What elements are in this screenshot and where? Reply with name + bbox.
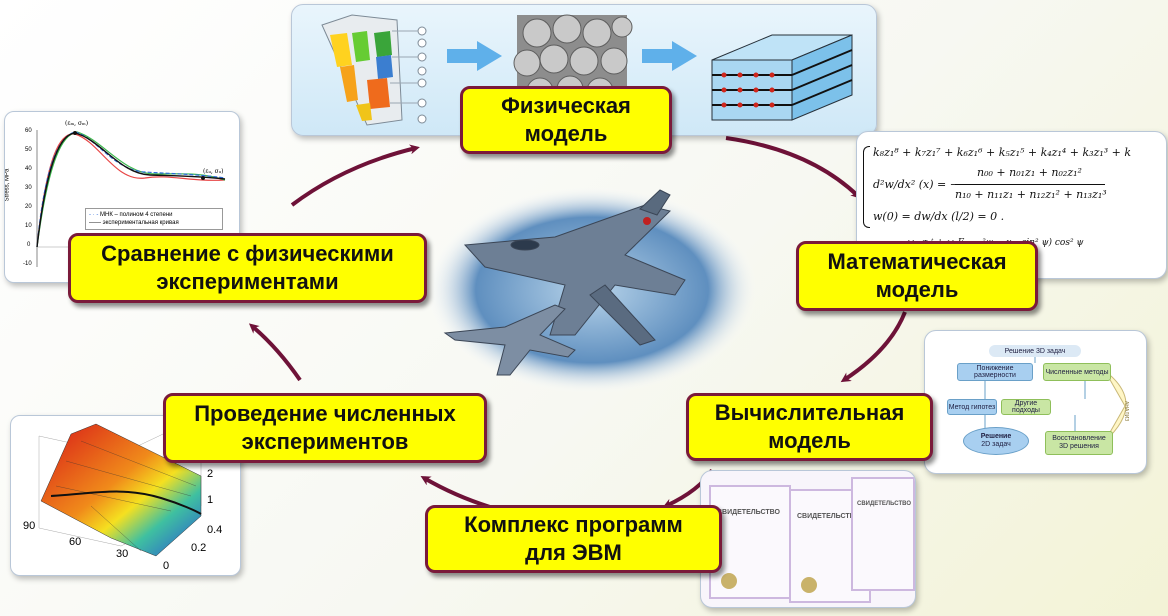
fraction-bar — [955, 184, 1105, 185]
surface-tick-left-30: 30 — [116, 548, 129, 560]
node-physical-line2: модель — [524, 121, 608, 146]
certificate-2-title: СВИДЕТЕЛЬСТВО — [797, 513, 860, 520]
flowchart-restore-line1: Восстановление — [1052, 435, 1106, 442]
surface-tick-z-1: 1 — [207, 494, 214, 506]
flow-arrow-icon — [447, 41, 697, 71]
flowchart-node-other: Другие подходы — [1001, 399, 1051, 415]
stress-point-end: (εᵤ, σᵤ) — [203, 168, 224, 175]
equation-ode-lhs: d²w/dx² (x) = − — [873, 178, 959, 191]
flowchart-side-label: АНАЛИЗ — [1123, 401, 1129, 422]
second-jet-icon — [443, 304, 576, 376]
node-computational-line2: модель — [768, 428, 851, 453]
node-computational-line1: Вычислительная — [714, 400, 905, 425]
certificate-1-seal-icon — [721, 573, 737, 589]
node-comparison-line1: Сравнение с физическими — [101, 241, 394, 266]
stress-tick-60: 60 — [25, 128, 32, 134]
certificate-1-title: СВИДЕТЕЛЬСТВО — [717, 509, 780, 516]
node-numerical-line1: Проведение численных — [194, 401, 456, 426]
flowchart-node-top: Решение 3D задач — [989, 345, 1081, 357]
node-numerical-line2: экспериментов — [241, 429, 409, 454]
surface-tick-right-02: 0.2 — [191, 542, 207, 554]
node-software-line1: Комплекс программ — [464, 512, 683, 537]
main-jet-icon — [463, 189, 686, 346]
flowchart-restore-line2: 3D решения — [1059, 443, 1099, 450]
certificate-2-seal-icon — [801, 577, 817, 593]
node-numerical-experiments[interactable]: Проведение численных экспериментов — [163, 393, 487, 463]
flowchart-node-numeric: Численные методы — [1043, 363, 1111, 381]
node-math-model[interactable]: Математическая модель — [796, 241, 1038, 311]
stress-tick-50: 50 — [25, 147, 32, 153]
node-physical-comparison[interactable]: Сравнение с физическими экспериментами — [68, 233, 427, 303]
node-physical-line1: Физическая — [501, 93, 631, 118]
node-software-complex[interactable]: Комплекс программ для ЭВМ — [425, 505, 722, 573]
node-math-line1: Математическая — [827, 249, 1007, 274]
equation-ode-numerator: n₀₀ + n₀₁z₁ + n₀₂z₁² — [977, 166, 1082, 179]
arrow-software-to-numerical — [420, 475, 491, 509]
legend-item-mnk: - · - МНК – полином 4 степени — [89, 212, 173, 218]
surface-tick-left-60: 60 — [69, 536, 82, 548]
stress-tick-40: 40 — [25, 166, 32, 172]
stress-tick-neg10: -10 — [23, 261, 32, 267]
surface-plot — [38, 416, 202, 557]
flowchart-panel: Решение 3D задач Понижение размерности Ч… — [924, 330, 1147, 474]
stress-tick-20: 20 — [25, 204, 32, 210]
flowchart-node-restore: Восстановление 3D решения — [1045, 431, 1113, 455]
certificates-panel: СВИДЕТЕЛЬСТВО СВИДЕТЕЛЬСТВО СВИДЕТЕЛЬСТВ… — [700, 470, 916, 608]
equation-polynomial: k₈z₁⁸ + k₇z₁⁷ + k₆z₁⁶ + k₅z₁⁵ + k₄z₁⁴ + … — [873, 146, 1132, 159]
flowchart-solution-line2: 2D задач — [981, 441, 1011, 448]
node-physical-model[interactable]: Физическая модель — [460, 86, 672, 154]
arrow-comparison-to-physical — [290, 144, 420, 207]
node-comparison-line2: экспериментами — [156, 269, 339, 294]
node-computational-model[interactable]: Вычислительная модель — [686, 393, 933, 461]
stress-tick-0: 0 — [27, 242, 31, 248]
node-software-line2: для ЭВМ — [525, 540, 622, 565]
equation-boundary: w(0) = dw/dx (l/2) = 0 . — [873, 210, 1005, 223]
equation-brace — [863, 146, 870, 228]
arrow-math-to-computational — [840, 311, 907, 383]
stress-chart-legend: - · - МНК – полином 4 степени —— экспери… — [85, 208, 223, 230]
certificate-3-title: СВИДЕТЕЛЬСТВО — [857, 501, 911, 507]
legend-item-experimental: —— экспериментальная кривая — [89, 220, 179, 226]
flowchart-solution-line1: Решение — [980, 433, 1012, 440]
equation-ode-denominator: n₁₀ + n₁₁z₁ + n₁₂z₁² + n₁₃z₁³ — [955, 188, 1107, 201]
stress-tick-10: 10 — [25, 223, 32, 229]
stress-point-peak: (εₘ, σₘ) — [65, 120, 89, 127]
flowchart-node-solution: Решение 2D задач — [963, 427, 1029, 455]
surface-tick-left-90: 90 — [23, 520, 36, 532]
flowchart-node-hypotheses: Метод гипотез — [947, 399, 997, 415]
stress-tick-30: 30 — [25, 185, 32, 191]
flowchart-node-reduce: Понижение размерности — [957, 363, 1033, 381]
laminate-stack-icon — [711, 34, 853, 121]
wing-structure-icon — [321, 14, 427, 126]
arrow-numerical-to-comparison — [248, 323, 302, 382]
aircraft-illustration — [425, 185, 760, 395]
physical-model-figures — [321, 14, 853, 126]
certificate-1: СВИДЕТЕЛЬСТВО — [709, 485, 791, 599]
node-math-line2: модель — [875, 277, 959, 302]
surface-tick-left-0: 0 — [163, 560, 170, 572]
certificate-3: СВИДЕТЕЛЬСТВО — [851, 477, 915, 591]
surface-tick-right-04: 0.4 — [207, 524, 223, 536]
surface-tick-z-2: 2 — [207, 468, 214, 480]
